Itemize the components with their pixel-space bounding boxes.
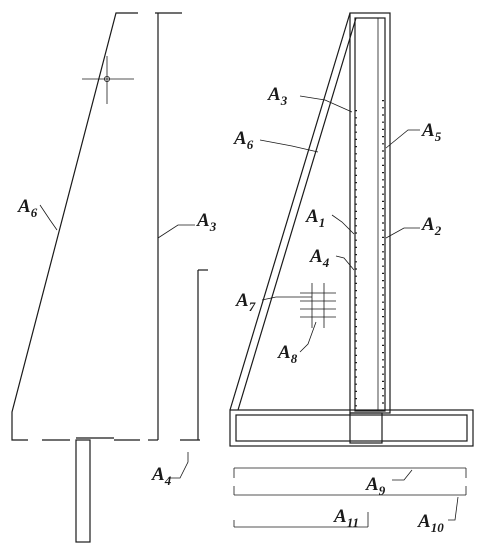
crosshair-marker [82,56,134,104]
leader-a4-right [335,255,355,271]
stem-inner [354,17,386,412]
leader-a2 [385,227,420,239]
label-a1: A1 [305,206,325,230]
a6-counterfort-outer [229,12,351,411]
base-slab-center [349,412,383,444]
label-a4-right: A4 [309,246,330,270]
label-a8: A8 [277,342,298,366]
leader-a6-right [259,139,319,153]
label-a3-right: A3 [267,84,288,108]
label-a6-left: A6 [17,196,38,220]
label-a6-right: A6 [233,128,254,152]
leader-a8 [299,321,317,353]
label-a3-left: A3 [196,210,217,234]
leader-a9 [392,469,413,481]
label-a7: A7 [235,290,256,314]
label-a5: A5 [421,120,442,144]
base-slab-outer [229,409,474,447]
leader-a5 [385,129,420,149]
label-a2: A2 [421,214,442,238]
label-a4-left: A4 [151,464,172,488]
base-slab-inner [235,414,468,442]
right-assembled-view: A3 A6 A5 A1 A2 A4 A7 A8 A9 A11 A10 [229,12,474,535]
leader-a3-left [157,224,195,239]
leader-a3-right [299,95,353,113]
a7-a8-grid [300,283,336,328]
leader-a4-left [168,452,189,479]
leader-a10 [448,496,459,521]
a6-panel-outline [11,12,138,441]
label-a10: A10 [417,511,444,535]
label-a9: A9 [365,474,386,498]
label-a11: A11 [333,506,359,530]
leader-a7 [261,296,312,301]
leader-a6-left [39,204,58,231]
foundation-stub [75,439,91,543]
leader-a1 [331,214,355,235]
a6-counterfort-inner [237,17,357,411]
left-exploded-view: A6 A3 A4 [11,12,217,543]
